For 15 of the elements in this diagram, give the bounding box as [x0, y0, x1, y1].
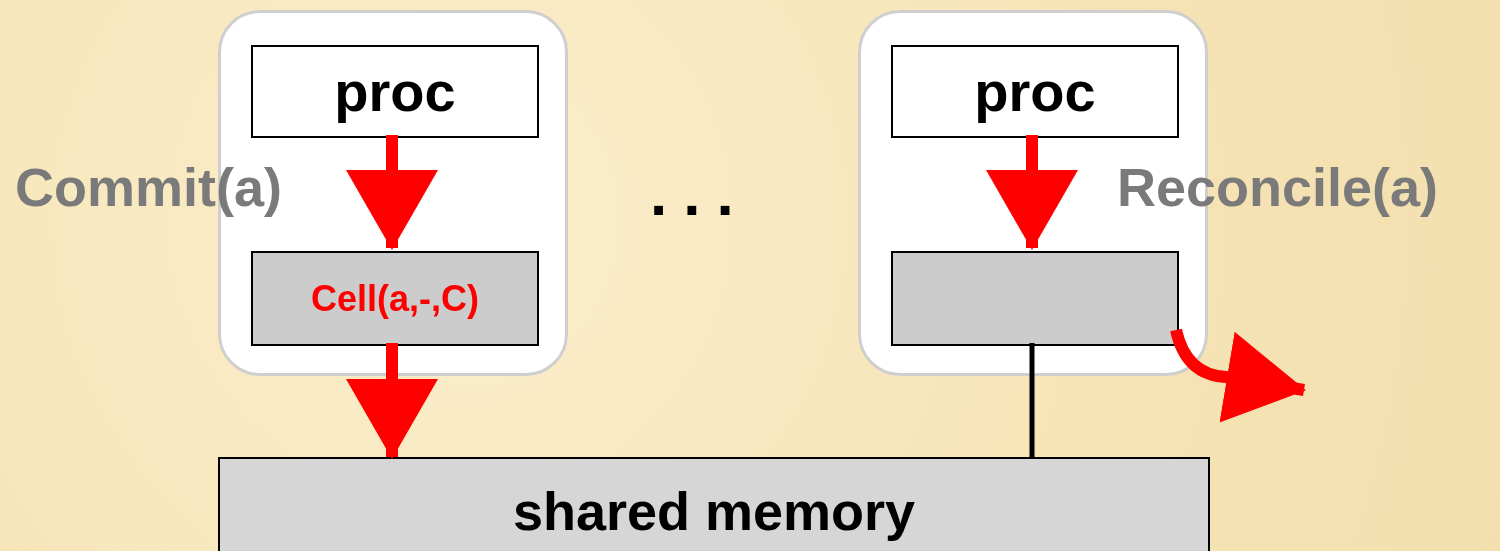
node-label: Cell(a,-,C) — [311, 278, 479, 319]
arrow — [346, 343, 438, 459]
arrow — [346, 135, 438, 250]
connector-line — [1029, 343, 1035, 457]
process-box — [251, 45, 539, 138]
memory-box — [218, 457, 1210, 551]
ellipsis: ... — [650, 160, 750, 229]
cache-box — [891, 251, 1179, 346]
process-box — [891, 45, 1179, 138]
node-label: shared memory — [512, 482, 916, 542]
arrow — [986, 135, 1078, 250]
cache-box — [251, 251, 539, 346]
node-label: proc — [334, 60, 456, 123]
operation-label: Commit(a) — [15, 158, 282, 218]
node-label: proc — [974, 60, 1096, 123]
